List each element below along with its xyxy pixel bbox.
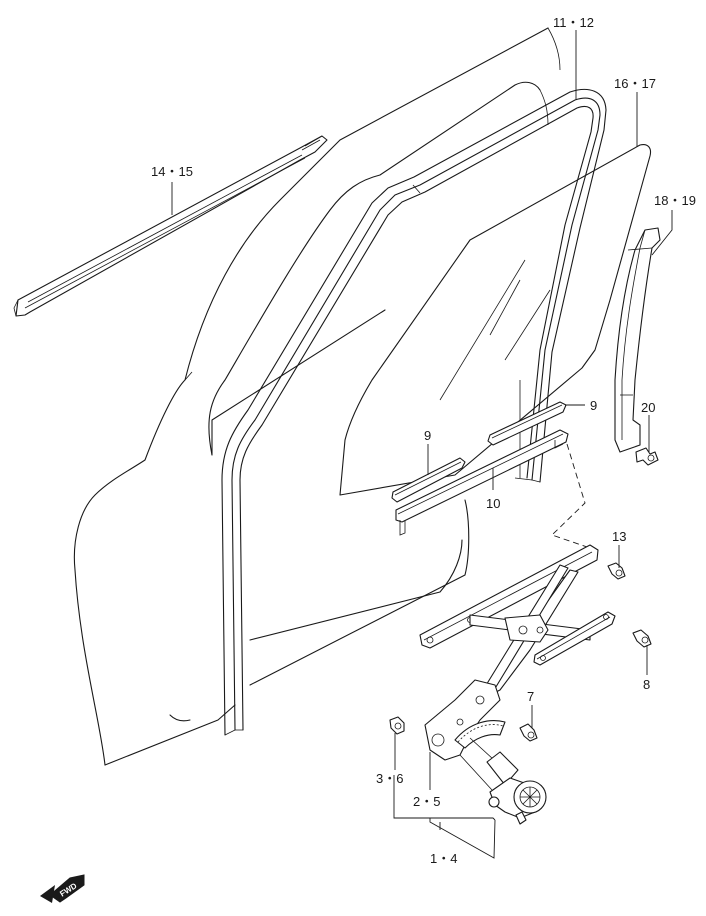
label-20: 20 [641,400,655,415]
label-2-5: 2・5 [413,794,440,809]
label-16-17: 16・17 [614,76,656,91]
belt-moulding [13,135,328,317]
label-13: 13 [612,529,626,544]
label-9-rear: 9 [590,398,597,413]
leader-lines [171,30,673,859]
bolt-3-6 [389,716,405,735]
window-regulator [419,544,616,791]
label-7: 7 [527,689,534,704]
label-18-19: 18・19 [654,193,696,208]
label-10: 10 [486,496,500,511]
rear-sash-channel [614,227,661,453]
door-panel [73,27,561,766]
bolt-7 [519,723,538,742]
label-3-6: 3・6 [376,771,403,786]
label-1-4: 1・4 [430,851,457,866]
glass-channel-front [391,457,466,503]
door-glass [339,144,652,496]
regulator-motor [486,751,547,825]
label-11-12: 11・12 [553,15,594,30]
label-9-front: 9 [424,428,431,443]
bolt-13 [607,562,626,580]
bolt-20 [635,447,659,466]
bolt-8 [632,629,652,648]
glass-channel-rear [487,401,567,446]
callout-labels: 11・12 14・15 16・17 18・19 9 9 10 20 13 8 7… [151,15,696,866]
forward-direction-badge: FWD [40,874,85,903]
label-8: 8 [643,677,650,692]
label-14-15: 14・15 [151,164,193,179]
glass-bottom-channel [395,429,569,536]
